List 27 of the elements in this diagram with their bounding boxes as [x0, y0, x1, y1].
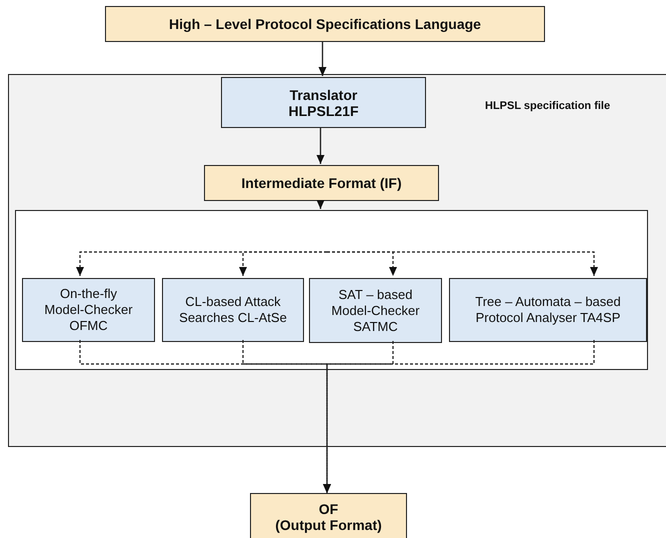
arrow [327, 251, 598, 276]
checker-box [309, 278, 442, 343]
arrow [318, 42, 326, 76]
annotation-text: HLPSL specification file [485, 100, 610, 112]
analyser-box [449, 278, 647, 342]
node-text: CL-based Attack Searches CL-AtSe [178, 294, 288, 326]
arrow [239, 251, 327, 276]
arrow [316, 200, 324, 209]
panel-background [8, 74, 666, 447]
backend-panel [15, 210, 648, 370]
node-text: OF [318, 501, 338, 517]
checker-box [162, 278, 304, 342]
language-box [105, 6, 545, 42]
checker-box [22, 278, 155, 342]
node-text: (Output Format) [275, 517, 382, 533]
node-text: Intermediate Format (IF) [241, 175, 402, 191]
node-text: HLPSL21F [288, 102, 358, 118]
node-text: SAT – based Model-Checker SATMC [330, 286, 421, 334]
arrow [316, 127, 324, 164]
node-text: Tree – Automata – based Protocol Analyser TA4SP [474, 294, 622, 326]
node-text: On-the-fly Model-Checker OFMC [43, 286, 134, 334]
output-box [250, 493, 407, 538]
arrow [323, 340, 595, 493]
format-box [204, 165, 439, 201]
translator-box [221, 77, 426, 128]
node-text: High – Level Protocol Specifications Language [169, 16, 481, 32]
node-text: Translator [290, 86, 358, 102]
